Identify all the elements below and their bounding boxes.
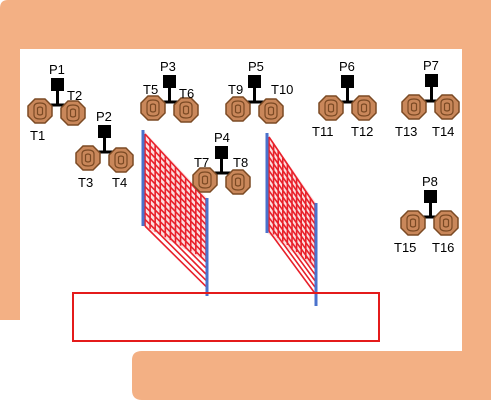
net-strand <box>144 205 207 269</box>
net-strand <box>144 186 207 250</box>
target-t7 <box>192 167 218 193</box>
net-strand <box>268 196 316 263</box>
net-strand <box>144 146 207 213</box>
target-label: T15 <box>394 240 416 255</box>
net-strand <box>268 230 316 294</box>
target-t3 <box>75 145 101 171</box>
post-group-p2: P2 T3 T4 <box>75 109 134 190</box>
net-strand <box>144 159 207 226</box>
net-strand <box>268 203 316 269</box>
post-label: P6 <box>339 59 355 74</box>
target-t11 <box>318 95 344 121</box>
target-label: T7 <box>194 155 209 170</box>
post-marker <box>98 125 111 138</box>
post-group-p1: P1 T1 T2 <box>27 62 86 143</box>
target-t10 <box>258 98 284 124</box>
target-t15 <box>400 210 426 236</box>
target-label: T4 <box>112 175 127 190</box>
net-strand <box>144 199 207 263</box>
target-label: T14 <box>432 124 454 139</box>
net-strand <box>144 192 207 257</box>
net-strand <box>144 225 207 288</box>
net-strand <box>144 166 207 232</box>
target-label: T1 <box>30 128 45 143</box>
net-strand <box>268 190 316 256</box>
target-t16 <box>433 210 459 236</box>
net-strand <box>144 218 207 281</box>
post-group-p4: P4 T7 T8 <box>192 130 251 195</box>
net-strand <box>268 143 316 212</box>
range-wall-right <box>132 49 491 400</box>
post-label: P2 <box>96 109 112 124</box>
net-strand <box>268 223 316 288</box>
net-strand <box>144 179 207 244</box>
target-t2 <box>60 100 86 126</box>
net-strand <box>144 212 207 275</box>
post-label: P5 <box>248 59 264 74</box>
net-strand <box>268 156 316 225</box>
net-strand <box>144 153 207 220</box>
post-marker <box>424 190 437 203</box>
net-strand <box>268 136 316 206</box>
target-label: T16 <box>432 240 454 255</box>
net-strand <box>268 183 316 250</box>
post-marker <box>248 75 261 88</box>
net-strand <box>268 176 316 244</box>
post-group-p3: P3 T5 T6 <box>140 59 199 123</box>
net-strand <box>268 149 316 219</box>
target-t9 <box>225 96 251 122</box>
target-label: T12 <box>351 124 373 139</box>
net-strand <box>268 163 316 231</box>
post-marker <box>215 146 228 159</box>
post-marker <box>341 75 354 88</box>
target-label: T2 <box>67 88 82 103</box>
range-wall <box>0 0 491 320</box>
post-label: P4 <box>214 130 230 145</box>
target-label: T13 <box>395 124 417 139</box>
barrier-net-left <box>141 130 209 296</box>
target-t14 <box>434 94 460 120</box>
target-label: T3 <box>78 175 93 190</box>
target-label: T9 <box>228 82 243 97</box>
target-label: T5 <box>143 82 158 97</box>
net-strand <box>268 217 316 282</box>
target-t1 <box>27 98 53 124</box>
post-group-p7: P7 T13 T14 <box>395 58 460 139</box>
target-t4 <box>108 147 134 173</box>
target-t8 <box>225 169 251 195</box>
firing-zone <box>72 292 380 342</box>
post-marker <box>51 78 64 91</box>
target-label: T6 <box>179 86 194 101</box>
post-label: P1 <box>49 62 65 77</box>
post-group-p6: P6 T11 T12 <box>312 59 377 139</box>
post-label: P7 <box>423 58 439 73</box>
target-t6 <box>173 97 199 123</box>
post-group-p8: P8 T15 T16 <box>394 174 459 255</box>
post-marker <box>163 75 176 88</box>
target-label: T11 <box>312 124 333 139</box>
post-label: P3 <box>160 59 176 74</box>
target-t12 <box>351 95 377 121</box>
net-strand <box>144 133 207 201</box>
post-label: P8 <box>422 174 438 189</box>
net-strand <box>268 210 316 275</box>
barrier-net-right <box>265 133 318 306</box>
post-group-p5: P5 T9 T10 <box>225 59 293 124</box>
post-marker <box>425 74 438 87</box>
target-t13 <box>401 94 427 120</box>
net-strand <box>144 172 207 238</box>
target-label: T8 <box>233 155 248 170</box>
target-label: T10 <box>271 82 293 97</box>
net-strand <box>144 140 207 207</box>
target-t5 <box>140 95 166 121</box>
net-strand <box>268 170 316 238</box>
